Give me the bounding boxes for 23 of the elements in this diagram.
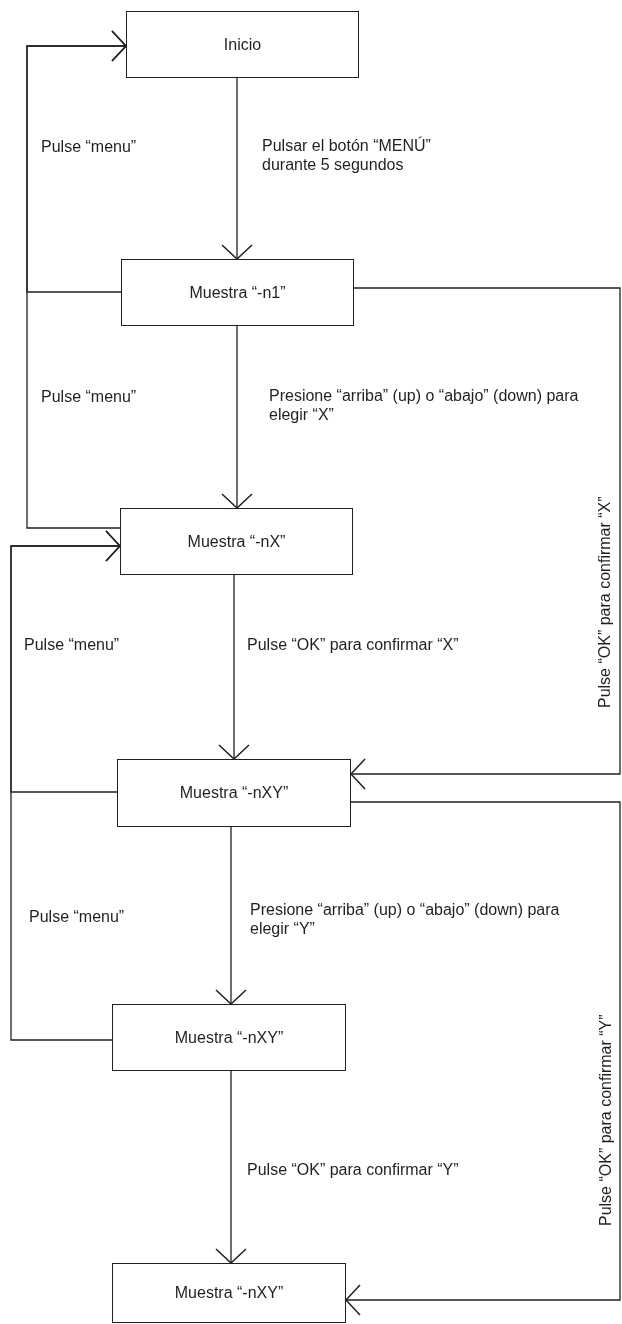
process-box <box>117 759 351 827</box>
arrow <box>221 325 253 509</box>
node-label: Muestra “-n1” <box>189 283 286 302</box>
process-box <box>126 11 359 78</box>
arrow <box>345 801 621 1316</box>
process-box <box>120 508 353 575</box>
arrow <box>221 77 253 260</box>
node-label: Inicio <box>223 35 262 54</box>
edge-label: Pulse “OK” para confirmar “X” <box>595 496 614 708</box>
arrow <box>218 574 250 760</box>
arrow <box>350 287 621 790</box>
process-box <box>121 259 354 326</box>
node-label: Muestra “-nXY” <box>174 1028 284 1047</box>
arrow <box>10 530 121 1041</box>
edge-label: Pulse “OK” para confirmar “Y” <box>596 1014 615 1226</box>
process-box <box>112 1004 346 1071</box>
node-label: Muestra “-nX” <box>187 532 286 551</box>
arrow <box>215 1070 247 1264</box>
process-box <box>112 1263 346 1323</box>
arrow <box>215 826 247 1005</box>
node-label: Muestra “-nXY” <box>174 1284 284 1302</box>
node-label: Muestra “-nXY” <box>179 784 289 802</box>
arrow <box>26 30 127 529</box>
